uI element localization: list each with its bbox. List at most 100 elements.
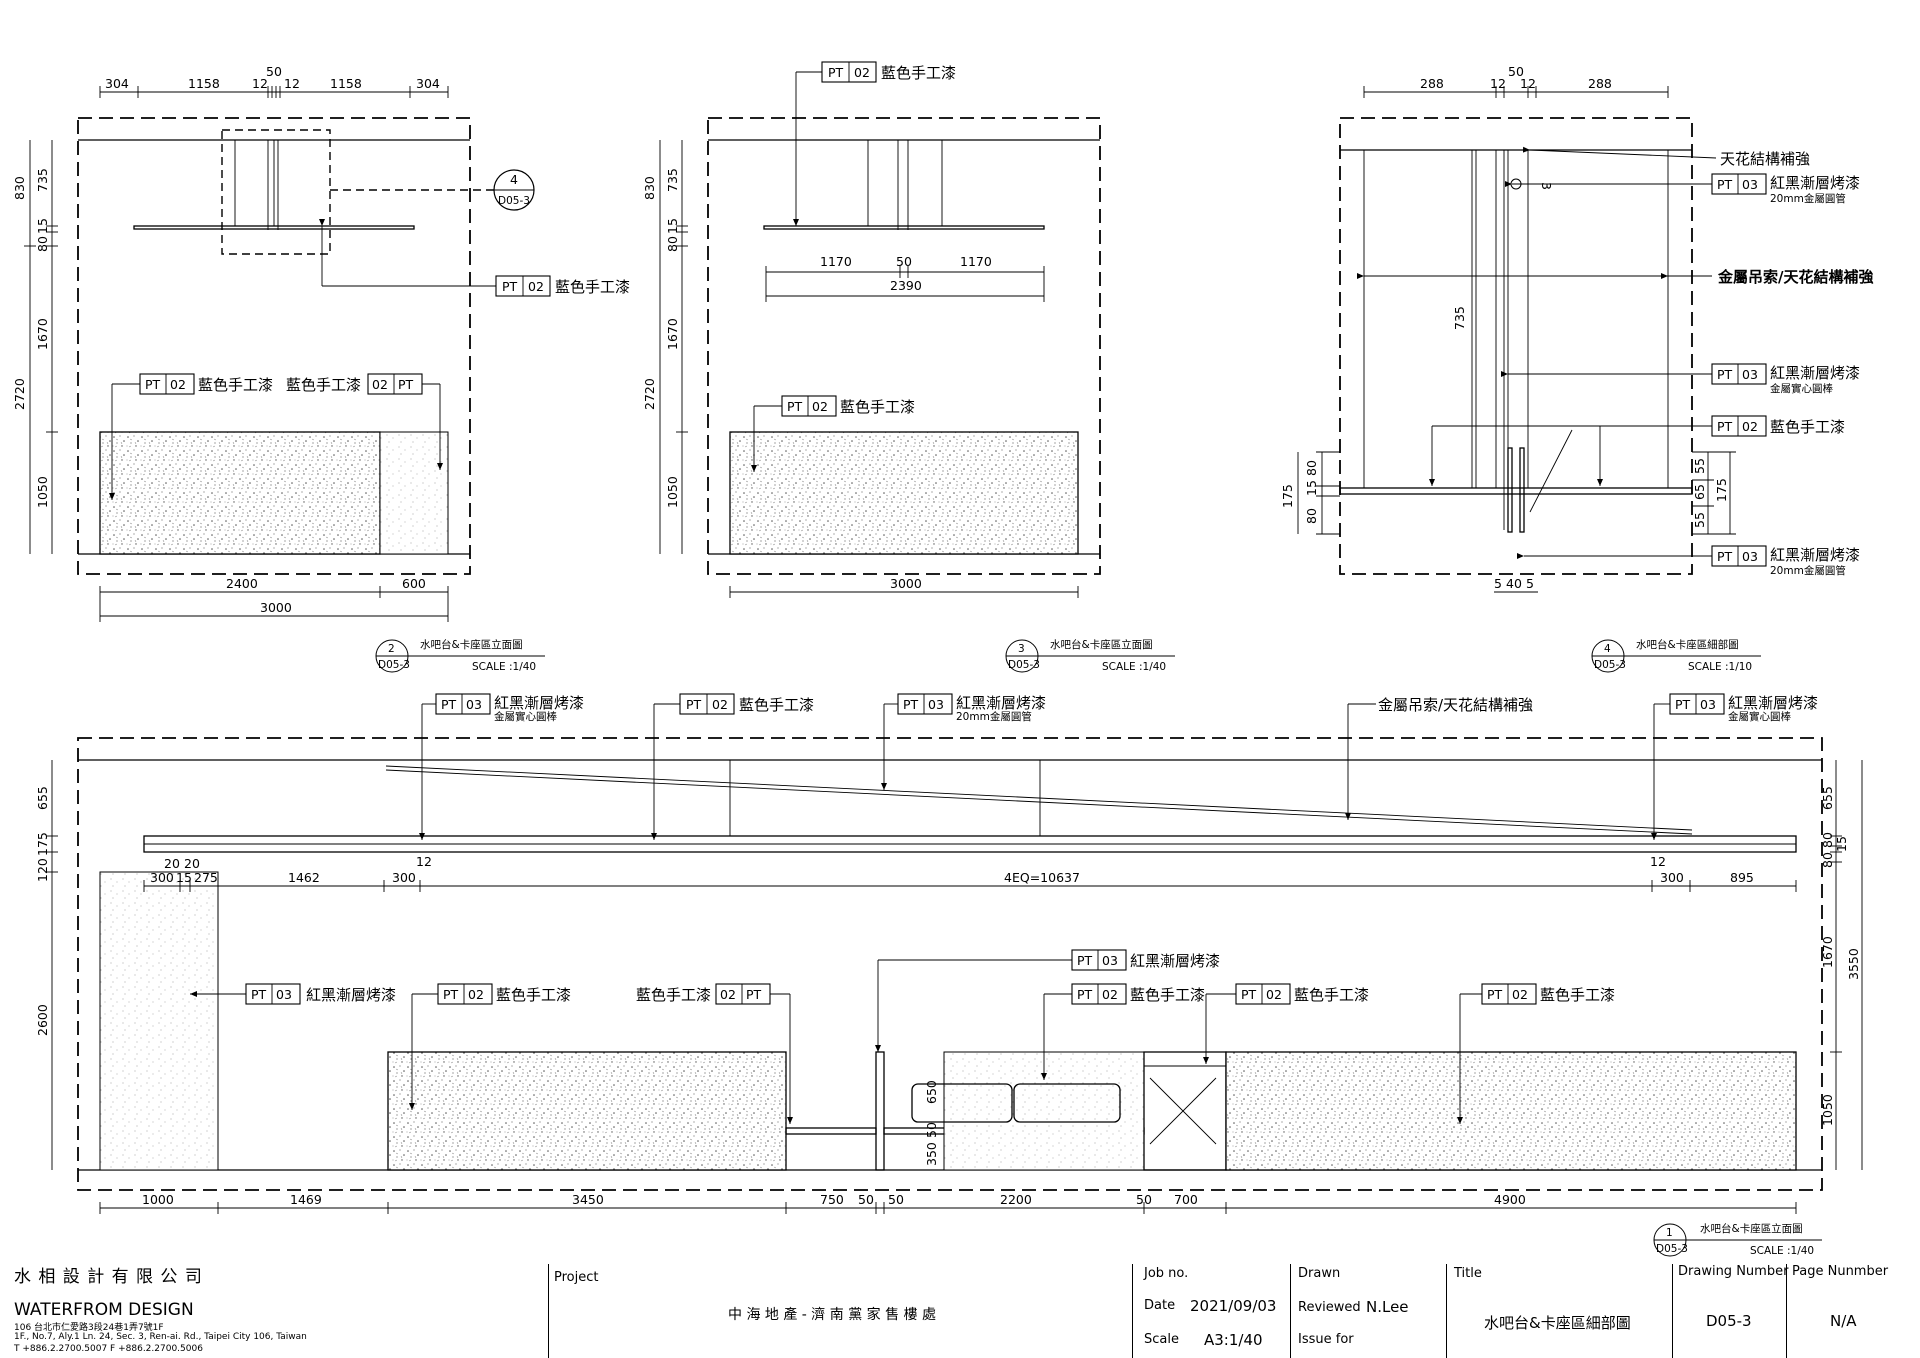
svg-text:PT: PT bbox=[443, 987, 459, 1002]
dim-text: 50 bbox=[1508, 64, 1524, 79]
company-address-en: 1F., No.7, Aly.1 Ln. 24, Sec. 3, Ren-ai.… bbox=[14, 1332, 307, 1342]
dim-text: 80 bbox=[1304, 460, 1319, 476]
svg-text:1: 1 bbox=[1666, 1227, 1673, 1239]
svg-text:03: 03 bbox=[1742, 549, 1758, 564]
dim-text: 1170 bbox=[960, 254, 992, 269]
svg-text:02: 02 bbox=[1102, 987, 1118, 1002]
issue-label: Issue for bbox=[1298, 1332, 1354, 1347]
svg-text:紅黑漸層烤漆: 紅黑漸層烤漆 bbox=[1770, 364, 1860, 382]
dim-text: 304 bbox=[105, 76, 129, 91]
svg-text:PT: PT bbox=[398, 377, 414, 392]
dim-text: 15 bbox=[1304, 480, 1319, 496]
dim-text: 12 bbox=[284, 76, 300, 91]
dim-text: 12 bbox=[252, 76, 268, 91]
svg-text:D05-3: D05-3 bbox=[498, 195, 530, 207]
dim-text: 830 bbox=[642, 176, 657, 200]
job-label: Job no. bbox=[1144, 1266, 1189, 1281]
svg-text:藍色手工漆: 藍色手工漆 bbox=[739, 696, 814, 714]
dim-text: 3550 bbox=[1846, 948, 1861, 980]
svg-text:水吧台&卡座區細部圖: 水吧台&卡座區細部圖 bbox=[1636, 638, 1739, 651]
dim-text: 50 bbox=[1136, 1192, 1152, 1207]
dim-text: 80 bbox=[1304, 508, 1319, 524]
dim-text: 80 bbox=[1820, 852, 1835, 868]
note-text: 金屬吊索/天花結構補強 bbox=[1717, 268, 1873, 286]
dim-text: 655 bbox=[1820, 786, 1835, 810]
svg-text:PT: PT bbox=[1077, 953, 1093, 968]
dim-text: 2720 bbox=[642, 378, 657, 410]
company-phone: T +886.2.2700.5007 F +886.2.2700.5006 bbox=[14, 1344, 203, 1354]
project-name: 中 海 地 產 - 濟 南 黨 家 售 樓 處 bbox=[728, 1307, 937, 1323]
page-number: N/A bbox=[1830, 1312, 1857, 1330]
svg-text:藍色手工漆: 藍色手工漆 bbox=[496, 986, 571, 1004]
svg-text:藍色手工漆: 藍色手工漆 bbox=[636, 986, 711, 1004]
svg-text:03: 03 bbox=[466, 697, 482, 712]
svg-text:紅黑漸層烤漆: 紅黑漸層烤漆 bbox=[1770, 546, 1860, 564]
dim-text: 300 bbox=[392, 870, 416, 885]
dim-text: 2720 bbox=[12, 378, 27, 410]
svg-text:PT: PT bbox=[502, 279, 518, 294]
dim-text: 700 bbox=[1174, 1192, 1198, 1207]
svg-text:金屬實心圓棒: 金屬實心圓棒 bbox=[1770, 382, 1833, 395]
dim-text: 20 bbox=[164, 856, 180, 871]
dim-text: 1050 bbox=[1820, 1094, 1835, 1126]
svg-text:03: 03 bbox=[1742, 367, 1758, 382]
svg-text:02: 02 bbox=[170, 377, 186, 392]
company-name-cn: 水 相 設 計 有 限 公 司 bbox=[14, 1267, 203, 1287]
svg-text:4: 4 bbox=[1604, 643, 1611, 655]
dim-text: 12 bbox=[416, 854, 432, 869]
svg-text:SCALE :1/10: SCALE :1/10 bbox=[1688, 661, 1752, 673]
dim-text: 2200 bbox=[1000, 1192, 1032, 1207]
scale-label: Scale bbox=[1144, 1332, 1179, 1347]
view-title-3: 3 D05-3 水吧台&卡座區立面圖 SCALE :1/40 bbox=[1005, 638, 1175, 673]
dim-text: 1670 bbox=[1820, 936, 1835, 968]
svg-text:金屬實心圓棒: 金屬實心圓棒 bbox=[1728, 710, 1791, 723]
title-label: Title bbox=[1454, 1266, 1482, 1281]
svg-text:水吧台&卡座區立面圖: 水吧台&卡座區立面圖 bbox=[1050, 638, 1153, 651]
svg-text:02: 02 bbox=[372, 377, 388, 392]
dim-text: 1158 bbox=[188, 76, 220, 91]
svg-text:03: 03 bbox=[1742, 177, 1758, 192]
elevation-view-2: 304 1158 12 50 12 1158 304 830 735 15 80… bbox=[12, 64, 630, 673]
svg-text:藍色手工漆: 藍色手工漆 bbox=[1294, 986, 1369, 1004]
dim-text: 120 bbox=[35, 858, 50, 882]
drawing-title: 水吧台&卡座區細部圖 bbox=[1484, 1314, 1631, 1332]
drawing-number: D05-3 bbox=[1706, 1312, 1752, 1330]
project-label: Project bbox=[554, 1270, 599, 1285]
dim-text: 4EQ=10637 bbox=[1004, 870, 1080, 885]
dim-text: 1170 bbox=[820, 254, 852, 269]
dim-text: 735 bbox=[665, 168, 680, 192]
svg-text:20mm金屬圓管: 20mm金屬圓管 bbox=[1770, 192, 1846, 205]
svg-text:紅黑漸層烤漆: 紅黑漸層烤漆 bbox=[1728, 694, 1818, 712]
dim-text: 830 bbox=[12, 176, 27, 200]
dim-text: 2600 bbox=[35, 1004, 50, 1036]
svg-text:02: 02 bbox=[854, 65, 870, 80]
title-block: 水 相 設 計 有 限 公 司 WATERFROM DESIGN 106 台北市… bbox=[0, 1252, 1920, 1358]
svg-text:D05-3: D05-3 bbox=[378, 659, 410, 671]
svg-text:03: 03 bbox=[928, 697, 944, 712]
dim-text: 3000 bbox=[260, 600, 292, 615]
svg-text:藍色手工漆: 藍色手工漆 bbox=[881, 64, 956, 82]
svg-text:PT: PT bbox=[1077, 987, 1093, 1002]
dim-text: 15 bbox=[176, 870, 192, 885]
svg-text:PT: PT bbox=[1675, 697, 1691, 712]
svg-text:金屬實心圓棒: 金屬實心圓棒 bbox=[494, 710, 557, 723]
svg-text:藍色手工漆: 藍色手工漆 bbox=[1770, 418, 1845, 436]
dim-text: 895 bbox=[1730, 870, 1754, 885]
dim-text: 650 bbox=[924, 1080, 939, 1104]
svg-text:02: 02 bbox=[720, 987, 736, 1002]
dim-text: 50 bbox=[266, 64, 282, 79]
svg-text:D05-3: D05-3 bbox=[1008, 659, 1040, 671]
dim-text: 55 bbox=[1692, 458, 1707, 474]
reviewed-label: Reviewed bbox=[1298, 1300, 1361, 1315]
dim-text: 80 bbox=[35, 236, 50, 252]
dim-text: 1158 bbox=[330, 76, 362, 91]
svg-text:PT: PT bbox=[145, 377, 161, 392]
